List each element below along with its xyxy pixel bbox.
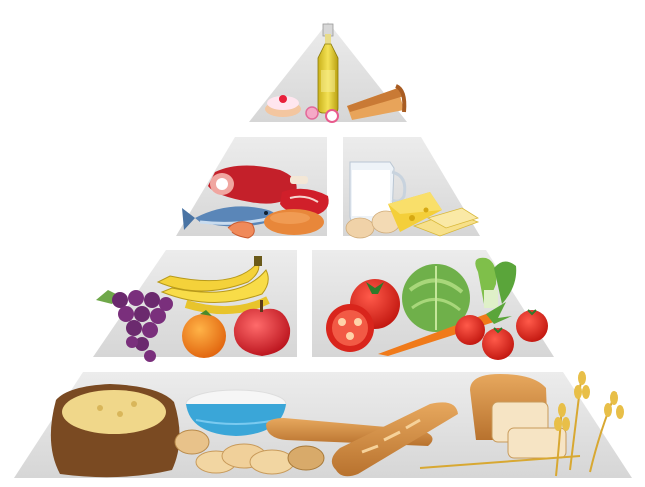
grain-sack-icon (51, 384, 180, 477)
tomato-half-icon (326, 304, 374, 352)
sausage-icon (264, 209, 324, 235)
